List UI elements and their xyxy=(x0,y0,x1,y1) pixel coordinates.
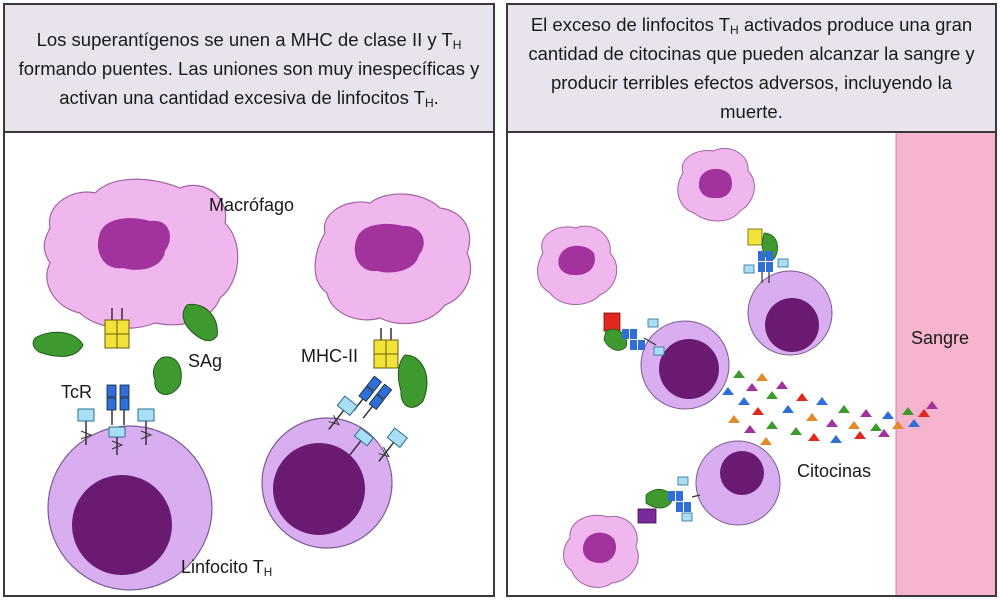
receptor-stalk xyxy=(111,440,124,450)
receptor-complex xyxy=(637,476,701,524)
cytokine xyxy=(722,387,734,395)
macrophage-nucleus xyxy=(97,218,170,270)
left-caption-sub: H xyxy=(452,37,462,52)
label-tcr: TcR xyxy=(61,382,92,402)
left-caption-part: Los superantígenos se unen a MHC de clas… xyxy=(36,28,453,50)
right-caption-part: El exceso de linfocitos T xyxy=(530,14,730,35)
cytokine xyxy=(776,381,788,389)
cytokine xyxy=(744,425,756,433)
macrophage-nucleus xyxy=(582,532,617,563)
left-panel: Los superantígenos se unen a MHC de clas… xyxy=(3,3,495,597)
right-caption-sub: H xyxy=(730,23,739,37)
right-diagram xyxy=(537,133,995,595)
cytokine xyxy=(926,401,938,409)
macrophage-nucleus xyxy=(558,245,595,276)
cytokine xyxy=(826,419,838,427)
superantigen xyxy=(397,354,428,408)
right-caption: El exceso de linfocitos TH activados pro… xyxy=(508,5,995,133)
receptor-complex xyxy=(743,228,789,283)
mhc-ii-molecule xyxy=(373,327,399,369)
cytokine xyxy=(918,409,930,417)
cytokine xyxy=(782,405,794,413)
macrophage-nucleus xyxy=(354,223,424,273)
left-caption-part: . xyxy=(433,86,439,108)
cytokine-cloud xyxy=(722,370,938,445)
cytokine xyxy=(790,427,802,435)
lymphocyte-nucleus xyxy=(659,339,719,399)
coreceptor xyxy=(108,426,126,438)
macrophage-nucleus xyxy=(698,168,733,199)
right-panel: El exceso de linfocitos TH activados pro… xyxy=(506,3,997,597)
cytokine xyxy=(808,433,820,441)
label-sag: SAg xyxy=(188,351,223,371)
label-linfocito-text: Linfocito T xyxy=(181,557,264,577)
cytokine xyxy=(848,421,860,429)
label-mhc-ii: MHC-II xyxy=(301,346,358,366)
cytokine xyxy=(902,407,914,415)
blood-vessel xyxy=(896,133,995,595)
cytokine xyxy=(838,405,850,413)
cytokine xyxy=(908,419,920,427)
coreceptor xyxy=(349,427,375,456)
cytokine xyxy=(733,370,745,378)
superantigen xyxy=(152,356,182,395)
lymphocyte-nucleus xyxy=(765,298,819,352)
cytokine xyxy=(752,407,764,415)
superantigen xyxy=(182,303,218,342)
lymphocyte-nucleus xyxy=(273,443,365,535)
left-diagram xyxy=(32,178,472,591)
cytokine xyxy=(878,429,890,437)
left-caption-sub: H xyxy=(424,95,434,110)
cytokine xyxy=(738,397,750,405)
tcr-receptor xyxy=(106,384,130,426)
cytokine xyxy=(746,383,758,391)
cytokine xyxy=(816,397,828,405)
label-linfocito: Linfocito TH xyxy=(181,557,272,578)
cytokine xyxy=(860,409,872,417)
cytokine xyxy=(728,415,740,423)
cytokine xyxy=(892,421,904,429)
cytokine xyxy=(870,423,882,431)
cytokine xyxy=(806,413,818,421)
lymphocyte-nucleus xyxy=(72,475,172,575)
label-citocinas: Citocinas xyxy=(797,461,872,481)
cytokine xyxy=(796,393,808,401)
cytokine xyxy=(760,437,772,445)
cytokine xyxy=(854,431,866,439)
left-caption: Los superantígenos se unen a MHC de clas… xyxy=(5,5,493,133)
superantigen xyxy=(32,331,84,357)
cytokine xyxy=(766,421,778,429)
cytokine xyxy=(756,373,768,381)
label-macrofago: Macrófago xyxy=(209,195,295,215)
left-caption-text: Los superantígenos se unen a MHC de clas… xyxy=(15,25,483,112)
cytokine xyxy=(882,411,894,419)
lymphocyte-nucleus xyxy=(720,451,764,495)
label-linfocito-sub: H xyxy=(263,565,273,579)
cytokine xyxy=(830,435,842,443)
right-caption-part: activados produce una gran cantidad de c… xyxy=(528,14,975,122)
right-caption-text: El exceso de linfocitos TH activados pro… xyxy=(518,10,985,126)
left-caption-part: formando puentes. Las uniones son muy in… xyxy=(18,57,480,108)
tcr-receptor xyxy=(348,375,393,423)
label-sangre: Sangre xyxy=(911,328,970,348)
receptor-complex xyxy=(603,312,665,356)
cytokine xyxy=(766,391,778,399)
